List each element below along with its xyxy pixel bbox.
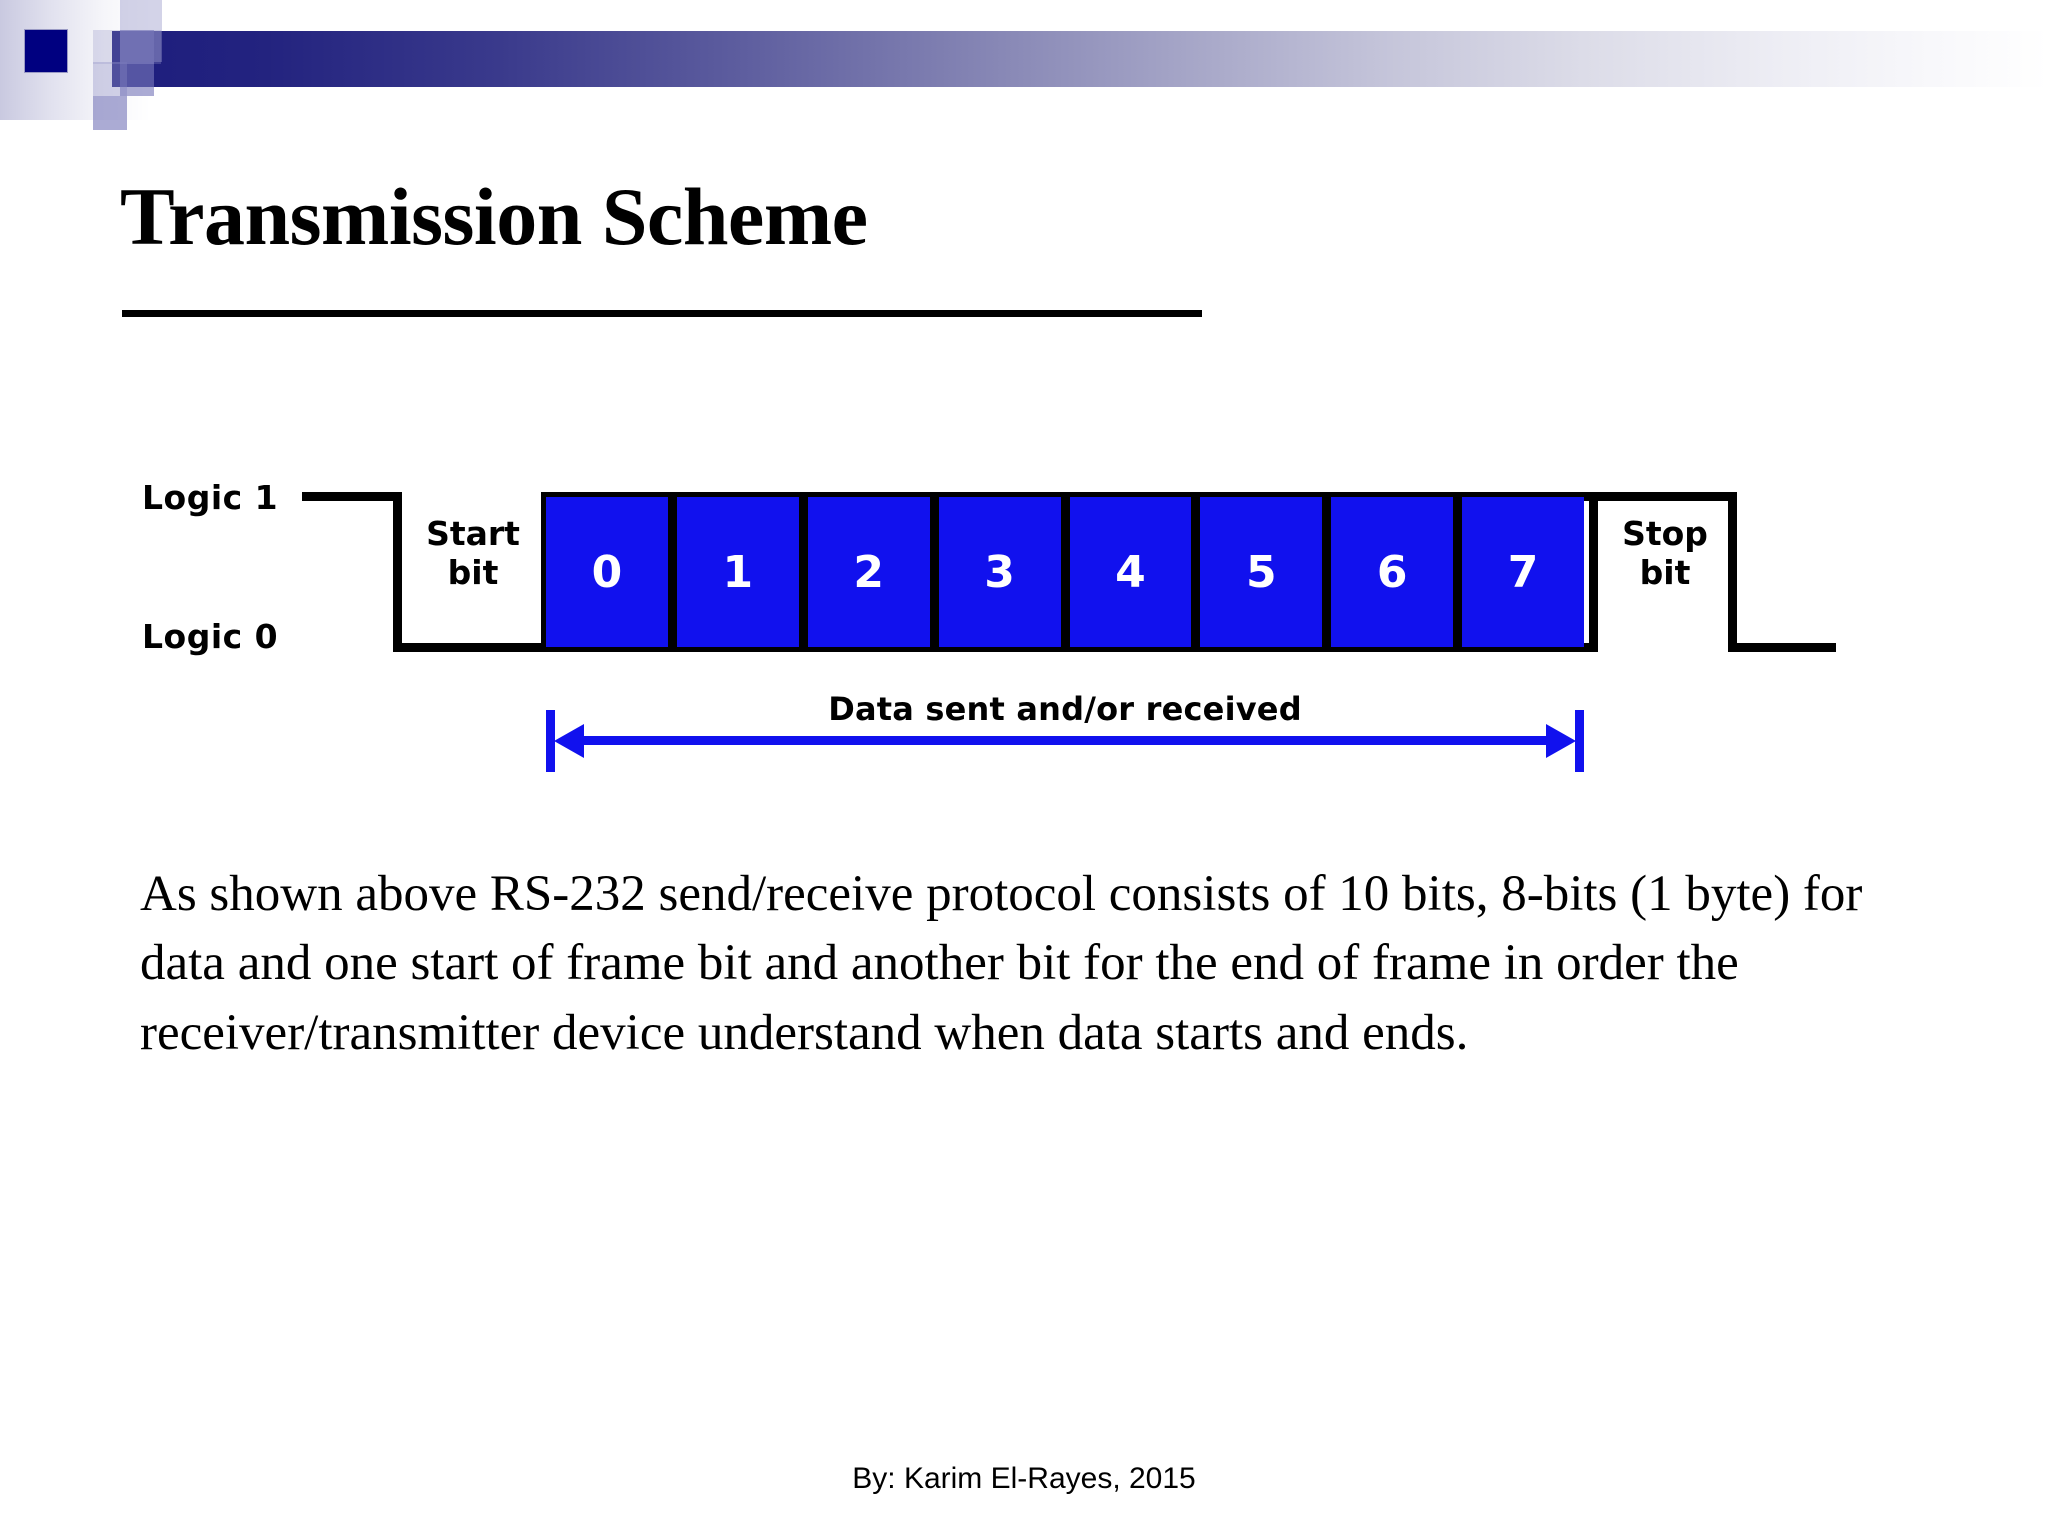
- logic-high-label: Logic 1: [142, 478, 279, 517]
- slide-footer-credit: By: Karim El-Rayes, 2015: [852, 1462, 1196, 1495]
- stop-bit-label-line1: Stop: [1622, 514, 1708, 553]
- arrow-end-cap-left: [546, 710, 555, 772]
- waveform-stop-bit-left-edge: [1589, 492, 1598, 652]
- body-paragraph: As shown above RS-232 send/receive proto…: [140, 866, 1863, 1061]
- data-span-arrow: [546, 710, 1584, 772]
- start-bit-label-line2: bit: [447, 552, 499, 592]
- waveform-stop-bit-high-line: [1589, 492, 1737, 501]
- arrow-shaft: [564, 736, 1566, 745]
- waveform-trailing-low-line: [1728, 643, 1836, 652]
- waveform-data-frame-top: [541, 492, 1589, 501]
- header-square-bottom: [93, 96, 127, 130]
- data-bit-cell: 6: [1326, 497, 1458, 647]
- stop-bit-label-line2: bit: [1639, 552, 1691, 592]
- waveform-falling-edge-end: [1728, 492, 1737, 652]
- header-square-navy: [24, 29, 68, 73]
- data-bit-cell: 7: [1457, 497, 1584, 647]
- data-bit-cell: 2: [802, 497, 934, 647]
- data-bit-cell: 0: [546, 497, 672, 647]
- header-square-mid-lower: [120, 62, 154, 96]
- start-bit-label-line1: Start: [426, 514, 520, 553]
- waveform-start-bit-low-line: [393, 643, 541, 652]
- data-bit-cell: 4: [1064, 497, 1196, 647]
- waveform-falling-edge-start: [393, 492, 402, 652]
- stop-bit-label: Stop bit: [1590, 514, 1740, 593]
- start-bit-label: Start bit: [398, 514, 548, 593]
- header-square-mid: [120, 30, 154, 64]
- page-title: Transmission Scheme: [120, 171, 868, 262]
- data-bit-cell: 5: [1195, 497, 1327, 647]
- data-bit-cell: 1: [671, 497, 803, 647]
- data-bit-cell: 3: [933, 497, 1065, 647]
- arrow-head-left-icon: [554, 724, 584, 758]
- title-underline: [122, 310, 1202, 317]
- waveform-data-frame-bottom: [541, 643, 1589, 652]
- data-bit-cells: 0 1 2 3 4 5 6 7: [546, 497, 1584, 647]
- slide-header-decoration: [0, 0, 2048, 130]
- header-gradient-bar: [112, 31, 2048, 87]
- waveform-idle-high-line: [302, 492, 402, 501]
- arrow-head-right-icon: [1546, 724, 1576, 758]
- logic-low-label: Logic 0: [142, 617, 279, 656]
- arrow-end-cap-right: [1575, 710, 1584, 772]
- waveform-rising-edge-data: [541, 492, 550, 652]
- data-span-label: Data sent and/or received: [828, 690, 1302, 728]
